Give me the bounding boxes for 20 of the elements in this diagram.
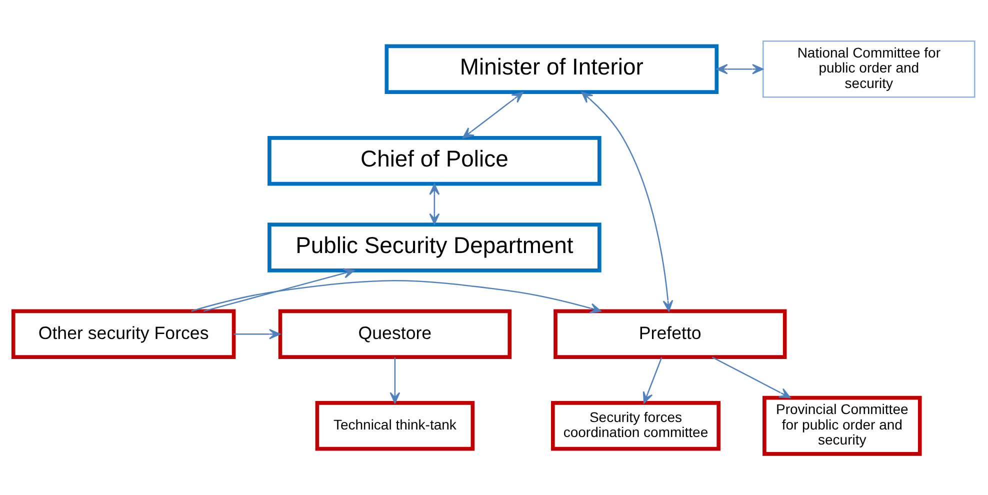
node-box: Provincial Committee for public order and security: [762, 396, 922, 456]
arrow: [429, 184, 440, 225]
arrow: [712, 356, 791, 398]
arrow: [390, 357, 400, 404]
node-box: Minister of Interior: [384, 44, 719, 94]
node-box: Other security Forces: [11, 309, 236, 359]
node-box: Technical think-tank: [315, 401, 475, 451]
node-box: Questore: [278, 309, 512, 359]
arrow: [234, 328, 280, 340]
node-box: Security forces coordination committee: [551, 401, 720, 451]
arrow: [462, 92, 524, 138]
node-box: Prefetto: [554, 309, 787, 359]
node-box: National Committee for public order and security: [762, 40, 976, 98]
arrow: [716, 64, 764, 74]
arrow: [581, 92, 674, 312]
arrow: [642, 357, 662, 404]
arrow: [191, 280, 602, 314]
arrow: [204, 268, 355, 312]
node-box: Chief of Police: [268, 136, 602, 186]
node-box: Public Security Department: [268, 222, 602, 272]
